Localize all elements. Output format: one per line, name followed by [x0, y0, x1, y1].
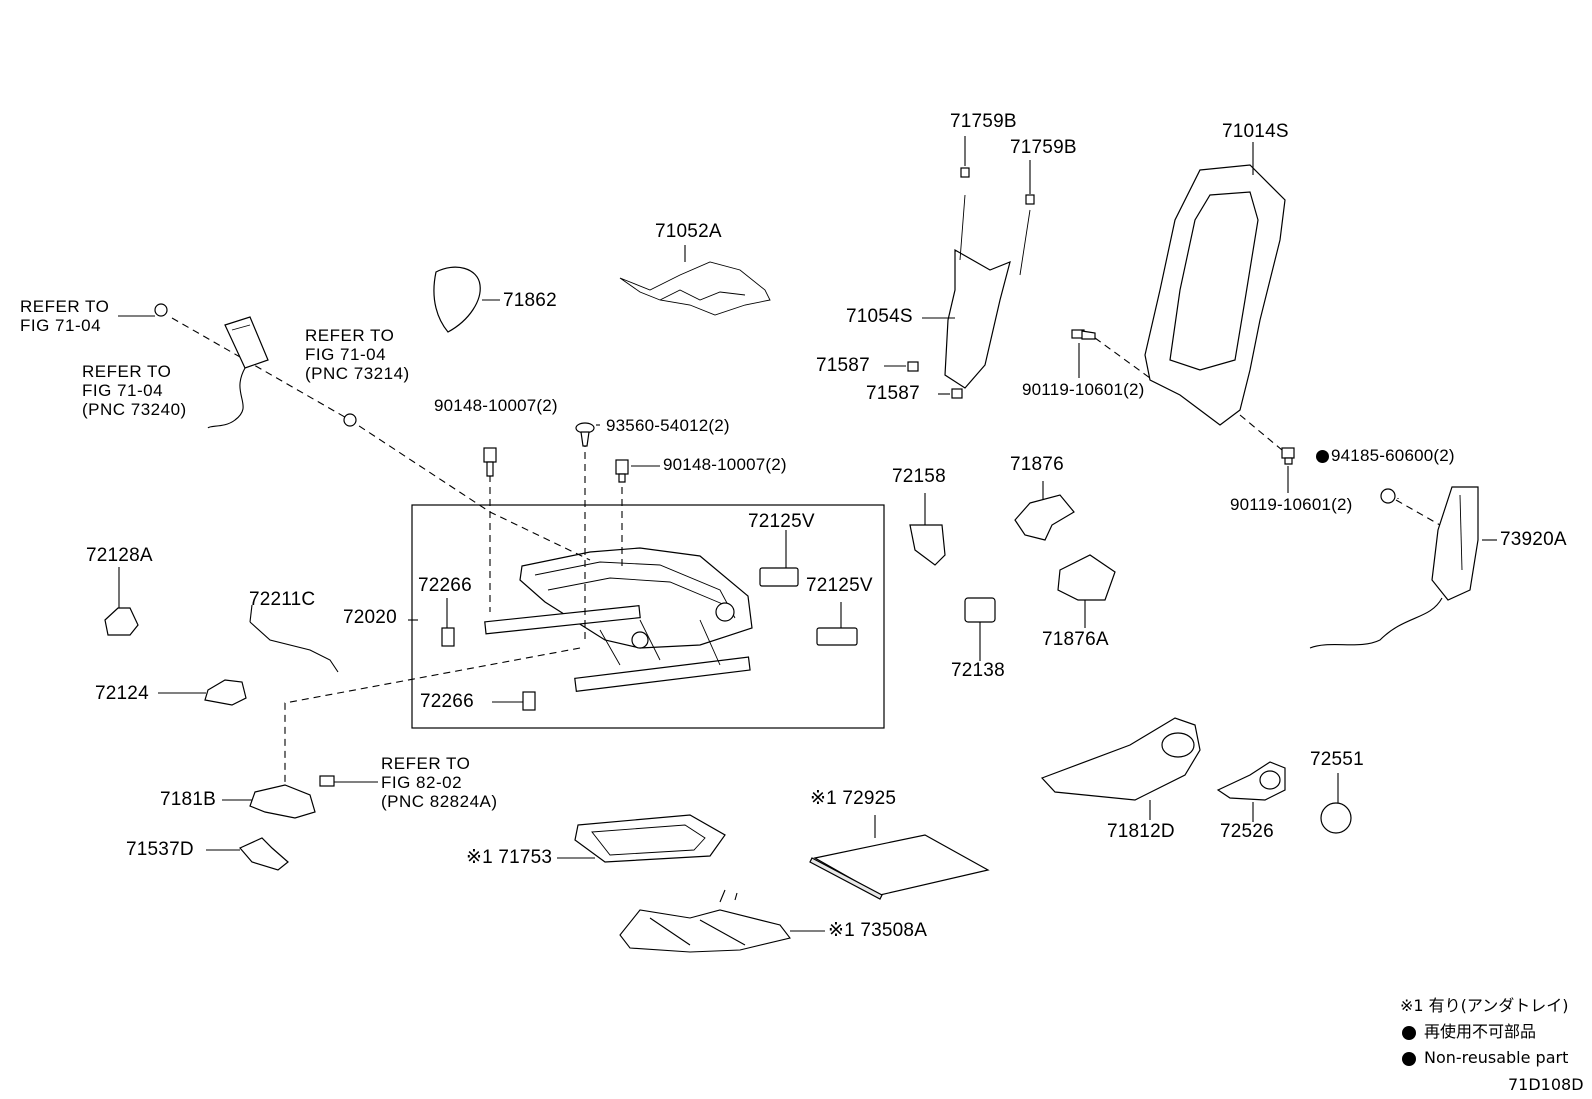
legend-non-reusable-jp-text: 再使用不可部品: [1424, 1022, 1537, 1041]
part-label-71862[interactable]: 71862: [503, 290, 557, 311]
part-label-72211c[interactable]: 72211C: [249, 589, 316, 610]
part-label-71876[interactable]: 71876: [1010, 454, 1064, 475]
part-label-72128a[interactable]: 72128A: [86, 545, 153, 566]
part-label-71052a[interactable]: 71052A: [655, 221, 722, 242]
tray-71753-drawing: [557, 814, 726, 863]
part-label-72138[interactable]: 72138: [951, 660, 1005, 681]
part-label-73920a[interactable]: 73920A: [1500, 529, 1567, 550]
part-label-72020[interactable]: 72020: [343, 607, 397, 628]
part-label-71587-a[interactable]: 71587: [816, 355, 870, 376]
part-label-7181b[interactable]: 7181B: [160, 789, 216, 810]
part-label-94185-text: 94185-60600(2): [1331, 446, 1455, 465]
bolt-90148-b-drawing: [615, 459, 629, 483]
wire-73508a-drawing: [619, 889, 825, 953]
refer-to-fig-71-04-pnc-73240[interactable]: REFER TO FIG 71-04 (PNC 73240): [82, 362, 187, 419]
cap-72551-drawing: [1320, 773, 1352, 834]
seatback-frame-71014s-drawing: [1144, 142, 1286, 426]
seat-adjuster-group-box: [411, 504, 885, 729]
harness-71052a-drawing: [619, 245, 771, 316]
back-frame-71054s-drawing: [907, 167, 1035, 399]
bracket-7181b-drawing: [222, 775, 378, 819]
clip-72266-b-drawing: [492, 691, 536, 711]
refer-to-fig-82-02-pnc-82824a[interactable]: REFER TO FIG 82-02 (PNC 82824A): [381, 754, 498, 811]
legend-non-reusable-en-text: Non-reusable part: [1424, 1048, 1569, 1067]
legend-non-reusable-jp: 再使用不可部品: [1402, 1023, 1536, 1041]
part-label-93560[interactable]: 93560-54012(2): [606, 416, 730, 435]
cover-72124-drawing: [158, 679, 247, 706]
part-label-90148-b[interactable]: 90148-10007(2): [663, 455, 787, 474]
part-label-71876a[interactable]: 71876A: [1042, 629, 1109, 650]
cover-72138-drawing: [964, 597, 996, 661]
knob-72526-drawing: [1216, 761, 1286, 822]
part-label-71537d[interactable]: 71537D: [126, 839, 194, 860]
part-label-71054s[interactable]: 71054S: [846, 306, 913, 327]
bolt-90148-a-drawing: [483, 447, 497, 477]
refer-to-fig-71-04-pnc-73214[interactable]: REFER TO FIG 71-04 (PNC 73214): [305, 326, 410, 383]
non-reusable-icon: [1316, 450, 1329, 464]
seat-belt-buckle-drawing: [154, 303, 357, 429]
sheet-72925-drawing: [809, 815, 990, 900]
part-label-73508a[interactable]: ※1 73508A: [828, 920, 928, 941]
clip-72266-a-drawing: [441, 598, 455, 647]
cover-71876a-drawing: [1057, 554, 1116, 628]
part-label-72266-a[interactable]: 72266: [418, 575, 472, 596]
part-label-72925[interactable]: ※1 72925: [810, 788, 897, 809]
cover-71876-drawing: [1014, 481, 1075, 541]
bolt-90119-a-drawing: [1071, 329, 1096, 340]
part-label-71587-b[interactable]: 71587: [866, 383, 920, 404]
part-label-90119-a[interactable]: 90119-10601(2): [1022, 380, 1145, 399]
cover-72128a-drawing: [104, 567, 139, 636]
part-label-72158[interactable]: 72158: [892, 466, 946, 487]
part-label-71812d[interactable]: 71812D: [1107, 821, 1175, 842]
part-label-72125v-b[interactable]: 72125V: [806, 575, 873, 596]
part-label-71759b-a[interactable]: 71759B: [950, 111, 1017, 132]
part-label-71014s[interactable]: 71014S: [1222, 121, 1289, 142]
non-reusable-icon: [1402, 1051, 1416, 1066]
non-reusable-icon: [1402, 1025, 1416, 1040]
legend-non-reusable-en: Non-reusable part: [1402, 1049, 1568, 1067]
part-label-71759b-b[interactable]: 71759B: [1010, 137, 1077, 158]
part-label-90148-a[interactable]: 90148-10007(2): [434, 396, 558, 415]
cover-71812d-drawing: [1040, 717, 1201, 820]
cover-72158-drawing: [909, 493, 946, 566]
part-label-72124[interactable]: 72124: [95, 683, 149, 704]
nut-94185-drawing: [1380, 488, 1396, 504]
part-label-94185[interactable]: 94185-60600(2): [1316, 446, 1455, 466]
bolt-90119-b-drawing: [1281, 447, 1295, 465]
screw-93560-drawing: [575, 422, 595, 447]
refer-to-fig-71-04-a[interactable]: REFER TO FIG 71-04: [20, 297, 110, 335]
cable-72211c-drawing: [249, 604, 339, 673]
part-label-72551[interactable]: 72551: [1310, 749, 1364, 770]
diagram-code: 71D108D: [1508, 1075, 1584, 1094]
side-airbag-73920a-drawing: [1309, 486, 1479, 649]
cover-71862-drawing: [433, 266, 481, 333]
seat-adjuster-frame-drawing: [484, 547, 753, 692]
part-label-90119-b[interactable]: 90119-10601(2): [1230, 495, 1353, 514]
cover-71537d-drawing: [206, 837, 289, 871]
part-label-71753[interactable]: ※1 71753: [466, 847, 553, 868]
part-label-72125v-a[interactable]: 72125V: [748, 511, 815, 532]
cover-72125v-a-drawing: [759, 530, 799, 587]
legend-note-1: ※1 有り(アンダトレイ): [1400, 996, 1569, 1015]
part-label-72266-b[interactable]: 72266: [420, 691, 474, 712]
cover-72125v-b-drawing: [816, 602, 858, 646]
part-label-72526[interactable]: 72526: [1220, 821, 1274, 842]
